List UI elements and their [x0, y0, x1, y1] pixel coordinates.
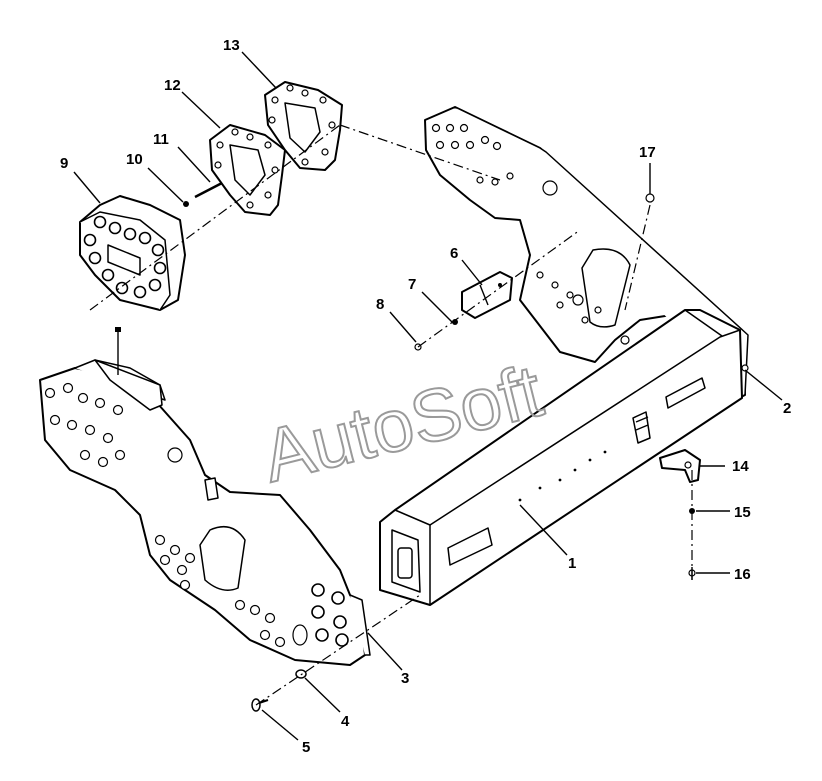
- callout-15: 15: [734, 504, 751, 521]
- callout-3: 3: [401, 670, 409, 687]
- assembly-centerlines: [89, 124, 693, 706]
- callout-11: 11: [153, 131, 169, 148]
- bracket-14: [659, 449, 701, 483]
- bolt-17: [645, 185, 655, 203]
- callout-7: 7: [408, 276, 416, 293]
- left-side-plate: [39, 327, 371, 666]
- callout-10: 10: [126, 151, 143, 168]
- callout-14: 14: [732, 458, 749, 475]
- washer-10: [183, 201, 189, 207]
- gasket-12: [209, 124, 286, 216]
- gasket-13: [264, 81, 343, 171]
- callout-5: 5: [302, 739, 310, 756]
- callout-6: 6: [450, 245, 458, 262]
- bolt-11: [194, 181, 223, 199]
- callout-9: 9: [60, 155, 68, 172]
- bracket-6: [461, 271, 513, 319]
- bolt-5: [251, 698, 269, 712]
- callout-12: 12: [164, 77, 181, 94]
- callout-1: 1: [568, 555, 576, 572]
- callout-4: 4: [341, 713, 350, 730]
- pump-block: [79, 195, 186, 311]
- washer-7: [452, 319, 458, 325]
- callout-2: 2: [783, 400, 791, 417]
- callout-8: 8: [376, 296, 384, 313]
- cross-tube: [379, 309, 743, 606]
- callout-17: 17: [639, 144, 656, 161]
- callout-13: 13: [223, 37, 240, 54]
- washer-4: [295, 669, 307, 679]
- callout-leaders: [73, 51, 783, 741]
- callout-16: 16: [734, 566, 751, 583]
